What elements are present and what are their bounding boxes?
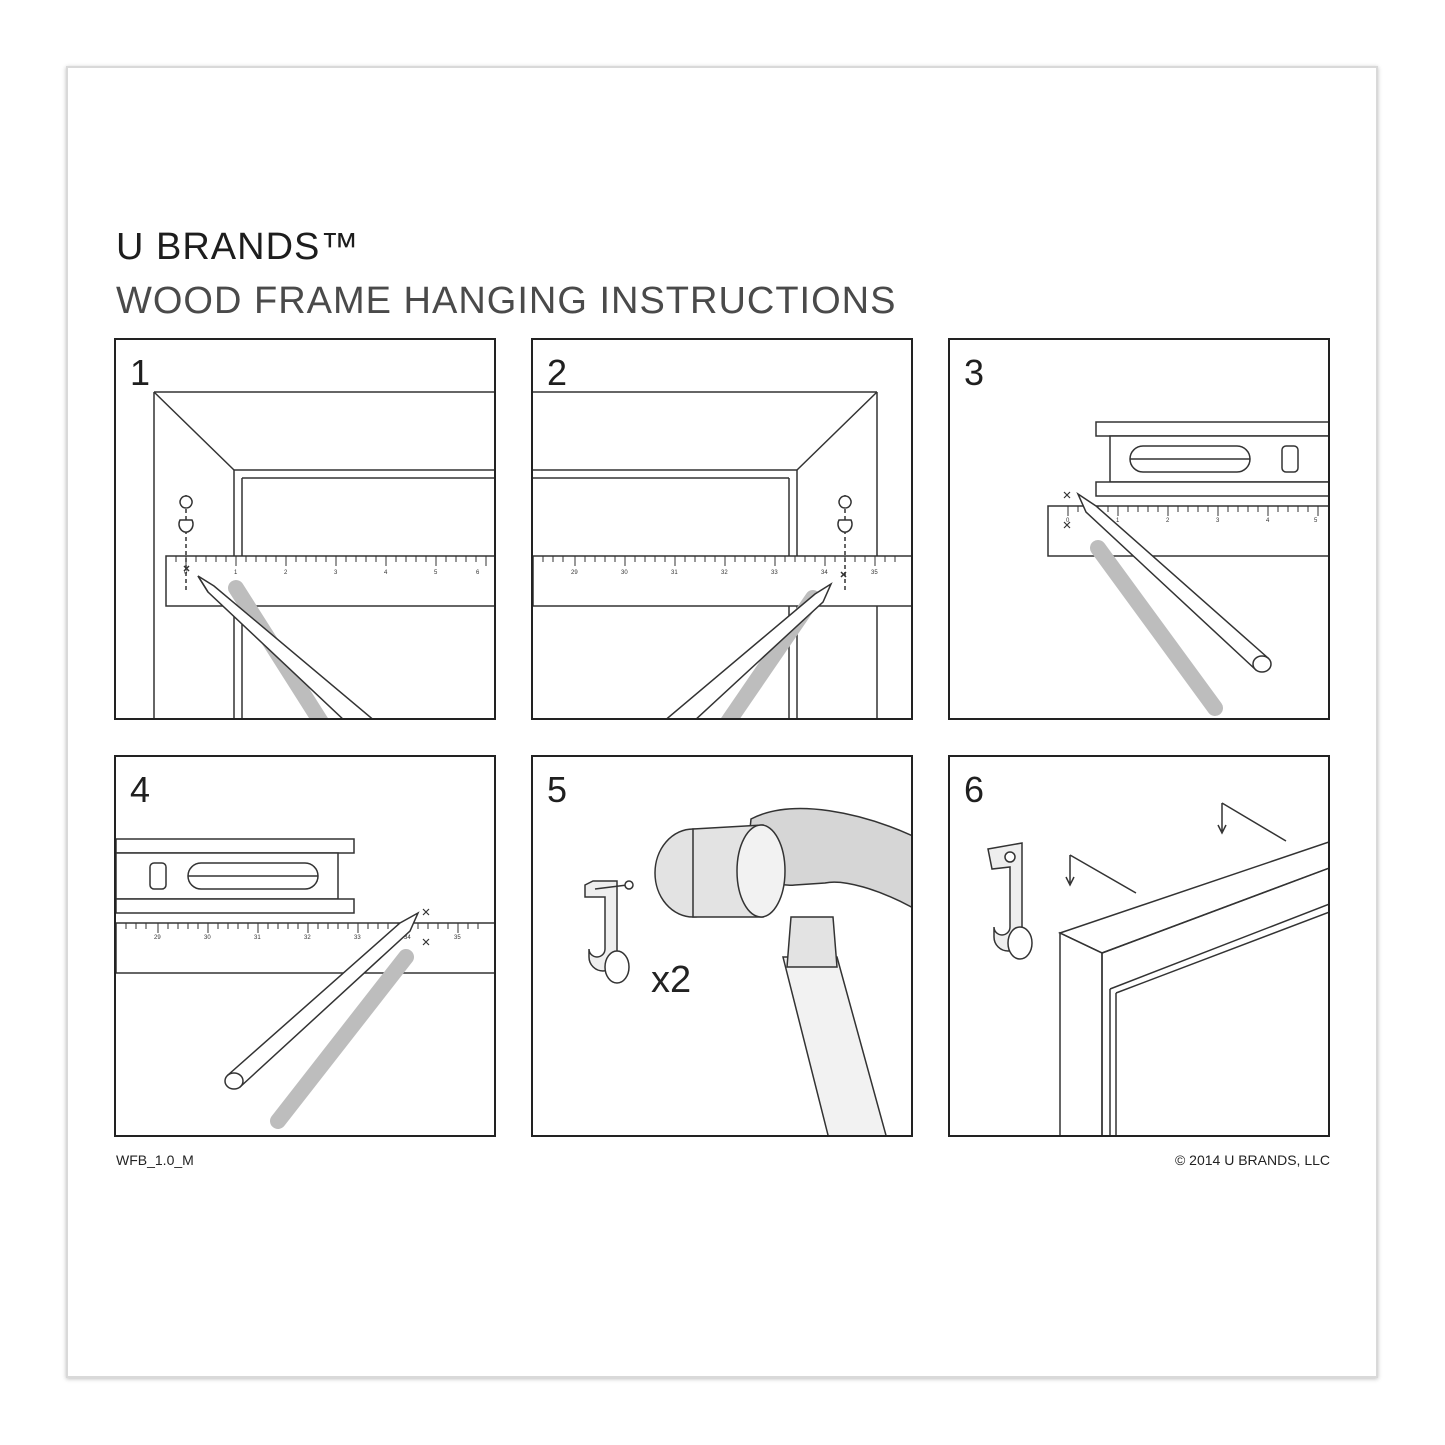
step-2-number: 2: [547, 352, 568, 393]
step-1-illustration: 0 1 2 3 4 5 6: [153, 391, 494, 718]
pencil: [666, 582, 833, 718]
ruler-label: 0: [1066, 518, 1070, 524]
step-1-number: 1: [130, 352, 151, 393]
ruler-label: 30: [204, 935, 211, 941]
ruler-label: 34: [404, 935, 411, 941]
ruler-label: 32: [304, 935, 311, 941]
ruler-label: 2: [284, 570, 288, 576]
ruler-label: 33: [354, 935, 361, 941]
step-5-illustration: [584, 807, 911, 1135]
step-5-number: 5: [547, 769, 568, 810]
step-4-number: 4: [130, 769, 151, 810]
step-3-number: 3: [964, 352, 985, 393]
step-6-number: 6: [964, 769, 985, 810]
ruler-label: 29: [154, 935, 161, 941]
step-3-illustration: 0 1 2 3 4 5: [1047, 421, 1328, 716]
copyright-notice: © 2014 U BRANDS, LLC: [1174, 1152, 1330, 1168]
step-3-panel: 3 0 1 2 3 4 5: [948, 338, 1330, 720]
ruler-label: 35: [454, 935, 461, 941]
step-4-panel: 4 29 30 31: [114, 755, 496, 1137]
ruler-label: 5: [1314, 518, 1318, 524]
ruler-label: 3: [1216, 518, 1220, 524]
step-6-panel: 6: [948, 755, 1330, 1137]
ruler-label: 31: [254, 935, 261, 941]
pencil: [224, 911, 420, 1090]
instruction-sheet: [66, 66, 1378, 1378]
step-6-illustration: [987, 802, 1328, 1135]
wood-frame-corner: [1058, 841, 1328, 1135]
hook-icon: [987, 842, 1033, 960]
spirit-level: [1095, 421, 1328, 497]
brand-title: U BRANDS™: [116, 226, 360, 268]
ruler-label: 5: [434, 570, 438, 576]
ruler-label: 31: [671, 570, 678, 576]
step-5-panel: 5 x2: [531, 755, 913, 1137]
ruler-label: 4: [1266, 518, 1270, 524]
ruler-label: 32: [721, 570, 728, 576]
ruler-label: 35: [871, 570, 878, 576]
instructions-title: WOOD FRAME HANGING INSTRUCTIONS: [116, 280, 897, 322]
step-2-panel: 2 29: [531, 338, 913, 720]
hammer-icon: [654, 807, 911, 1135]
ruler-label: 4: [384, 570, 388, 576]
ruler-label: 6: [476, 570, 480, 576]
spirit-level: [116, 838, 355, 914]
step-4-illustration: 29 30 31 32 33 34 35: [116, 838, 494, 1129]
ruler-ticks: [175, 556, 487, 566]
ruler-label: 33: [771, 570, 778, 576]
pencil: [197, 575, 373, 718]
quantity-label: x2: [651, 959, 692, 1001]
ruler-label: 0: [184, 570, 188, 576]
hook-with-nail-icon: [584, 880, 634, 984]
ruler-label: 29: [571, 570, 578, 576]
ruler-label: 3: [334, 570, 338, 576]
pencil: [1076, 491, 1272, 673]
document-code: WFB_1.0_M: [116, 1152, 194, 1168]
placement-marks: [1065, 802, 1287, 894]
step-1-panel: 1 0 1: [114, 338, 496, 720]
ruler-label: 1: [1116, 518, 1120, 524]
ruler-label: 2: [1166, 518, 1170, 524]
ruler-label: 34: [821, 570, 828, 576]
step-2-illustration: 29 30 31 32 33 34 35: [533, 391, 911, 718]
ruler-label: 1: [234, 570, 238, 576]
ruler-label: 30: [621, 570, 628, 576]
